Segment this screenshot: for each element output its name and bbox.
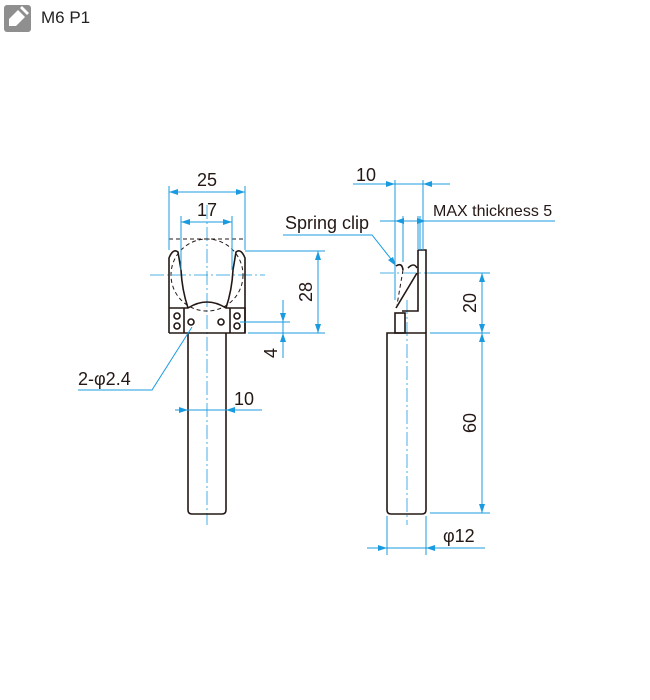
spring-clip-label: Spring clip bbox=[285, 213, 369, 233]
dim-28: 28 bbox=[296, 282, 316, 302]
dim-60: 60 bbox=[460, 413, 480, 433]
pencil-icon bbox=[4, 4, 31, 32]
dim-4: 4 bbox=[261, 348, 281, 358]
dim-10-shaft: 10 bbox=[234, 389, 254, 409]
dim-20: 20 bbox=[460, 293, 480, 313]
max-thickness-label: MAX thickness 5 bbox=[433, 203, 552, 220]
page-title: M6 P1 bbox=[41, 8, 91, 27]
dim-phi12: φ12 bbox=[443, 526, 475, 546]
dim-holes: 2-φ2.4 bbox=[78, 369, 131, 389]
front-dimensions: 25 17 28 4 10 2-φ2.4 bbox=[78, 170, 325, 413]
side-view bbox=[380, 249, 440, 525]
dim-10-top: 10 bbox=[356, 165, 376, 185]
dim-25: 25 bbox=[197, 170, 217, 190]
side-dimensions: 10 Spring clip MAX thickness 5 20 60 φ12 bbox=[283, 165, 555, 555]
dim-17: 17 bbox=[197, 200, 217, 220]
front-view bbox=[150, 205, 265, 525]
header: M6 P1 bbox=[4, 4, 91, 32]
